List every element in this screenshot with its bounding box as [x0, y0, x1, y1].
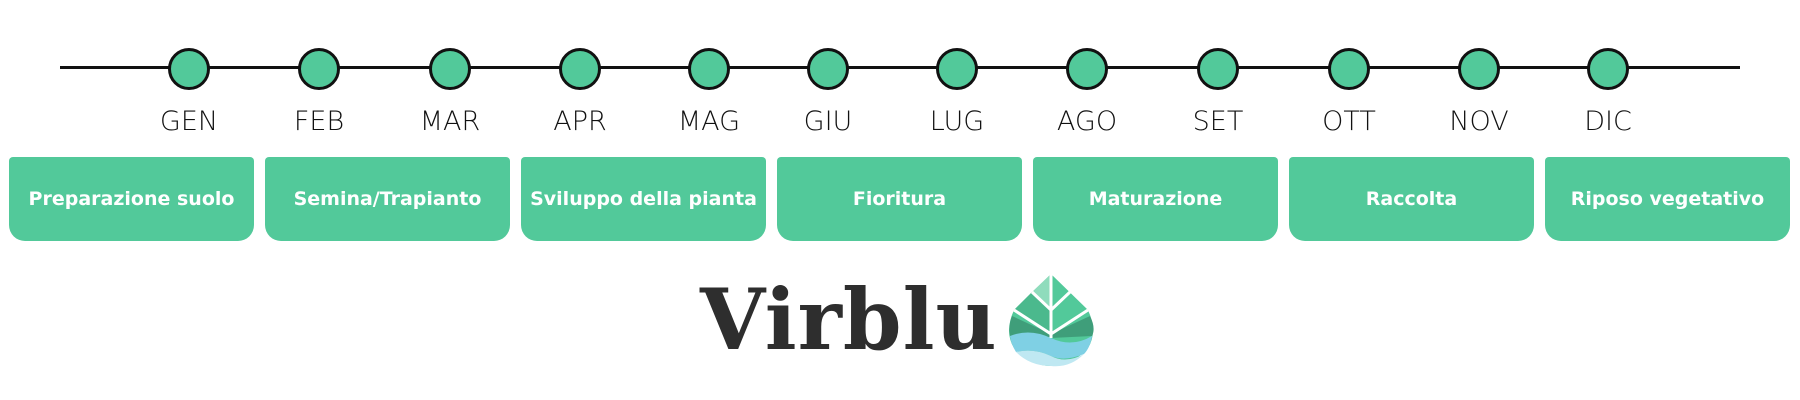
- month-label: MAG: [677, 106, 741, 137]
- phase-box: Preparazione suolo: [9, 157, 254, 241]
- phase-box: Semina/Trapianto: [265, 157, 510, 241]
- phase-box: Fioritura: [777, 157, 1022, 241]
- month-marker: [1328, 48, 1370, 90]
- month-label: SET: [1192, 106, 1244, 137]
- month-label: FEB: [293, 106, 345, 137]
- month-marker: [688, 48, 730, 90]
- month-marker: [1197, 48, 1239, 90]
- month-label: LUG: [929, 106, 985, 137]
- timeline-line: [60, 66, 1740, 69]
- leaf-water-drop-icon: [1008, 274, 1094, 367]
- logo-text: Virblu: [700, 270, 998, 369]
- logo: Virblu: [700, 272, 1094, 368]
- month-label: DIC: [1584, 106, 1632, 137]
- month-label: NOV: [1449, 106, 1509, 137]
- phase-box: Maturazione: [1033, 157, 1278, 241]
- month-label: GIU: [803, 106, 853, 137]
- month-marker: [559, 48, 601, 90]
- phase-box: Sviluppo della pianta: [521, 157, 766, 241]
- month-label: OTT: [1322, 106, 1376, 137]
- month-label: AGO: [1056, 106, 1118, 137]
- month-label: APR: [553, 106, 607, 137]
- month-marker: [1066, 48, 1108, 90]
- month-label: MAR: [419, 106, 481, 137]
- phase-box: Raccolta: [1289, 157, 1534, 241]
- month-marker: [1587, 48, 1629, 90]
- month-marker: [936, 48, 978, 90]
- month-marker: [1458, 48, 1500, 90]
- month-marker: [168, 48, 210, 90]
- month-marker: [429, 48, 471, 90]
- phase-box: Riposo vegetativo: [1545, 157, 1790, 241]
- month-marker: [298, 48, 340, 90]
- month-label: GEN: [159, 106, 219, 137]
- month-marker: [807, 48, 849, 90]
